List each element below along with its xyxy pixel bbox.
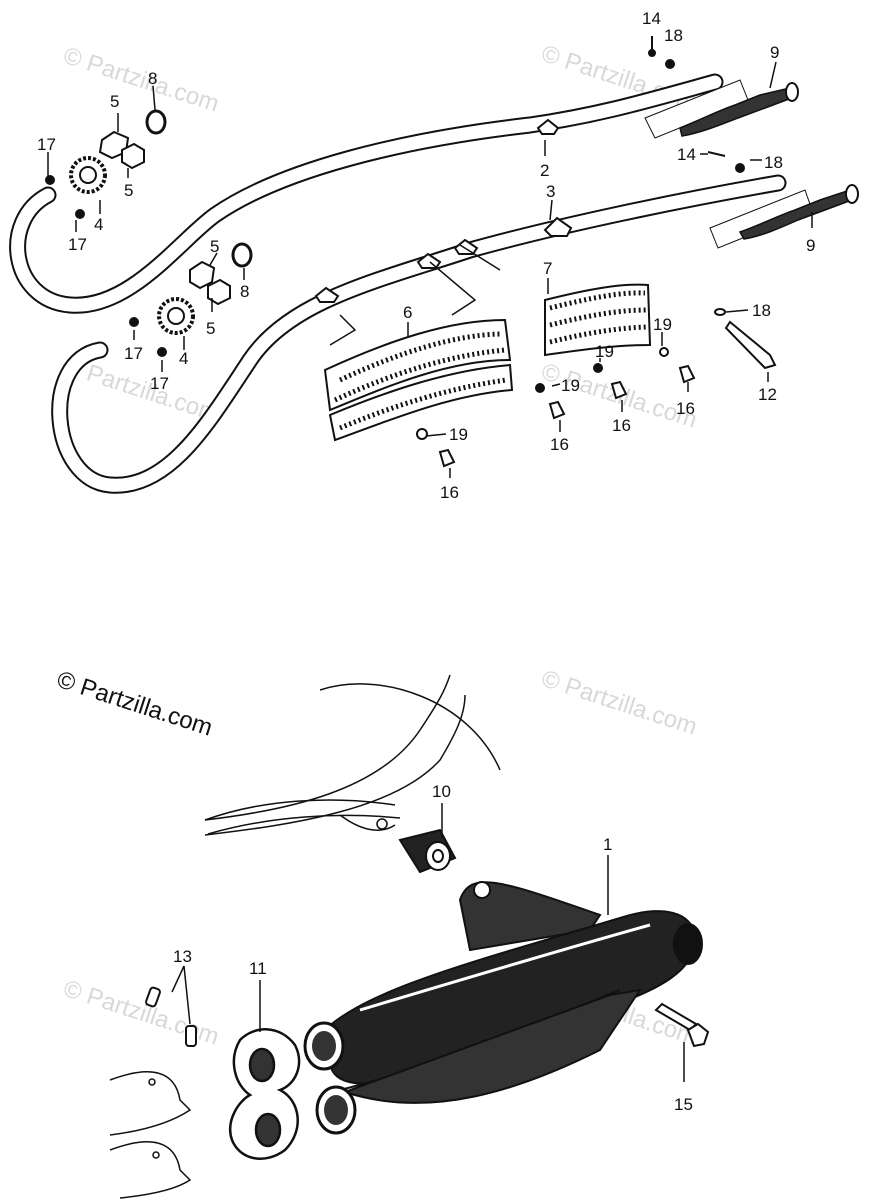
end-pipes: [109, 1071, 192, 1199]
muffler-joint-plate: [229, 1028, 301, 1160]
callout-15: 15: [674, 1095, 693, 1114]
callout-18: 18: [664, 26, 683, 45]
exhaust-joint-nut: [69, 156, 195, 335]
callout-13: 13: [173, 947, 192, 966]
callout-2: 2: [540, 161, 549, 180]
watermark: © Partzilla.com: [60, 975, 222, 1051]
watermark: © Partzilla.com: [538, 665, 700, 741]
callout-18: 18: [764, 153, 783, 172]
leader-lines-lower: [171, 803, 685, 1082]
muffler-fasteners: [145, 986, 710, 1048]
callout-16: 16: [550, 435, 569, 454]
split-collar: [98, 130, 231, 306]
fasteners-upper: [45, 36, 777, 468]
callout-19: 19: [595, 342, 614, 361]
callout-10: 10: [432, 782, 451, 801]
frame-outline: [204, 674, 501, 836]
callout-8: 8: [240, 282, 249, 301]
callout-11: 11: [249, 959, 267, 978]
callout-9: 9: [806, 236, 815, 255]
leader-lines-upper: [47, 61, 813, 478]
callout-7: 7: [543, 259, 552, 278]
exhaust-pipe-lower: [51, 174, 787, 494]
callout-4: 4: [94, 215, 103, 234]
callout-5: 5: [124, 181, 133, 200]
callout-1: 1: [603, 835, 612, 854]
callout-numbers: 14 18 9 8 5 17 14 18 2 5 3 4 17 9 5 7 8 …: [37, 9, 815, 1114]
baffle-insert-upper: [644, 79, 799, 139]
callout-12: 12: [758, 385, 777, 404]
muffler-grommet: [398, 828, 457, 874]
callout-5: 5: [206, 319, 215, 338]
callout-6: 6: [403, 303, 412, 322]
callout-8: 8: [148, 69, 157, 88]
callout-4: 4: [179, 349, 188, 368]
heat-shield-7: [544, 283, 652, 357]
callout-18: 18: [752, 301, 771, 320]
exhaust-pipe-upper: [9, 73, 724, 314]
callout-17: 17: [37, 135, 56, 154]
pipe-bracket: [314, 118, 573, 303]
callout-16: 16: [612, 416, 631, 435]
callout-19: 19: [561, 376, 580, 395]
callout-3: 3: [546, 182, 555, 201]
muffler-body: [303, 881, 703, 1135]
callout-19: 19: [653, 315, 672, 334]
callout-14: 14: [677, 145, 696, 164]
watermark: © Partzilla.com: [60, 42, 222, 118]
callout-17: 17: [124, 344, 143, 363]
callout-5: 5: [210, 237, 219, 256]
callout-14: 14: [642, 9, 661, 28]
callout-17: 17: [68, 235, 87, 254]
baffle-insert-lower: [709, 184, 859, 249]
exhaust-gasket: [145, 109, 253, 268]
callout-16: 16: [676, 399, 695, 418]
callout-19: 19: [449, 425, 468, 444]
watermarks: © Partzilla.com © Partzilla.com © Partzi…: [60, 40, 700, 1051]
callout-17: 17: [150, 374, 169, 393]
heat-shield-6: [323, 318, 514, 442]
callout-5: 5: [110, 92, 119, 111]
callout-9: 9: [770, 43, 779, 62]
callout-16: 16: [440, 483, 459, 502]
